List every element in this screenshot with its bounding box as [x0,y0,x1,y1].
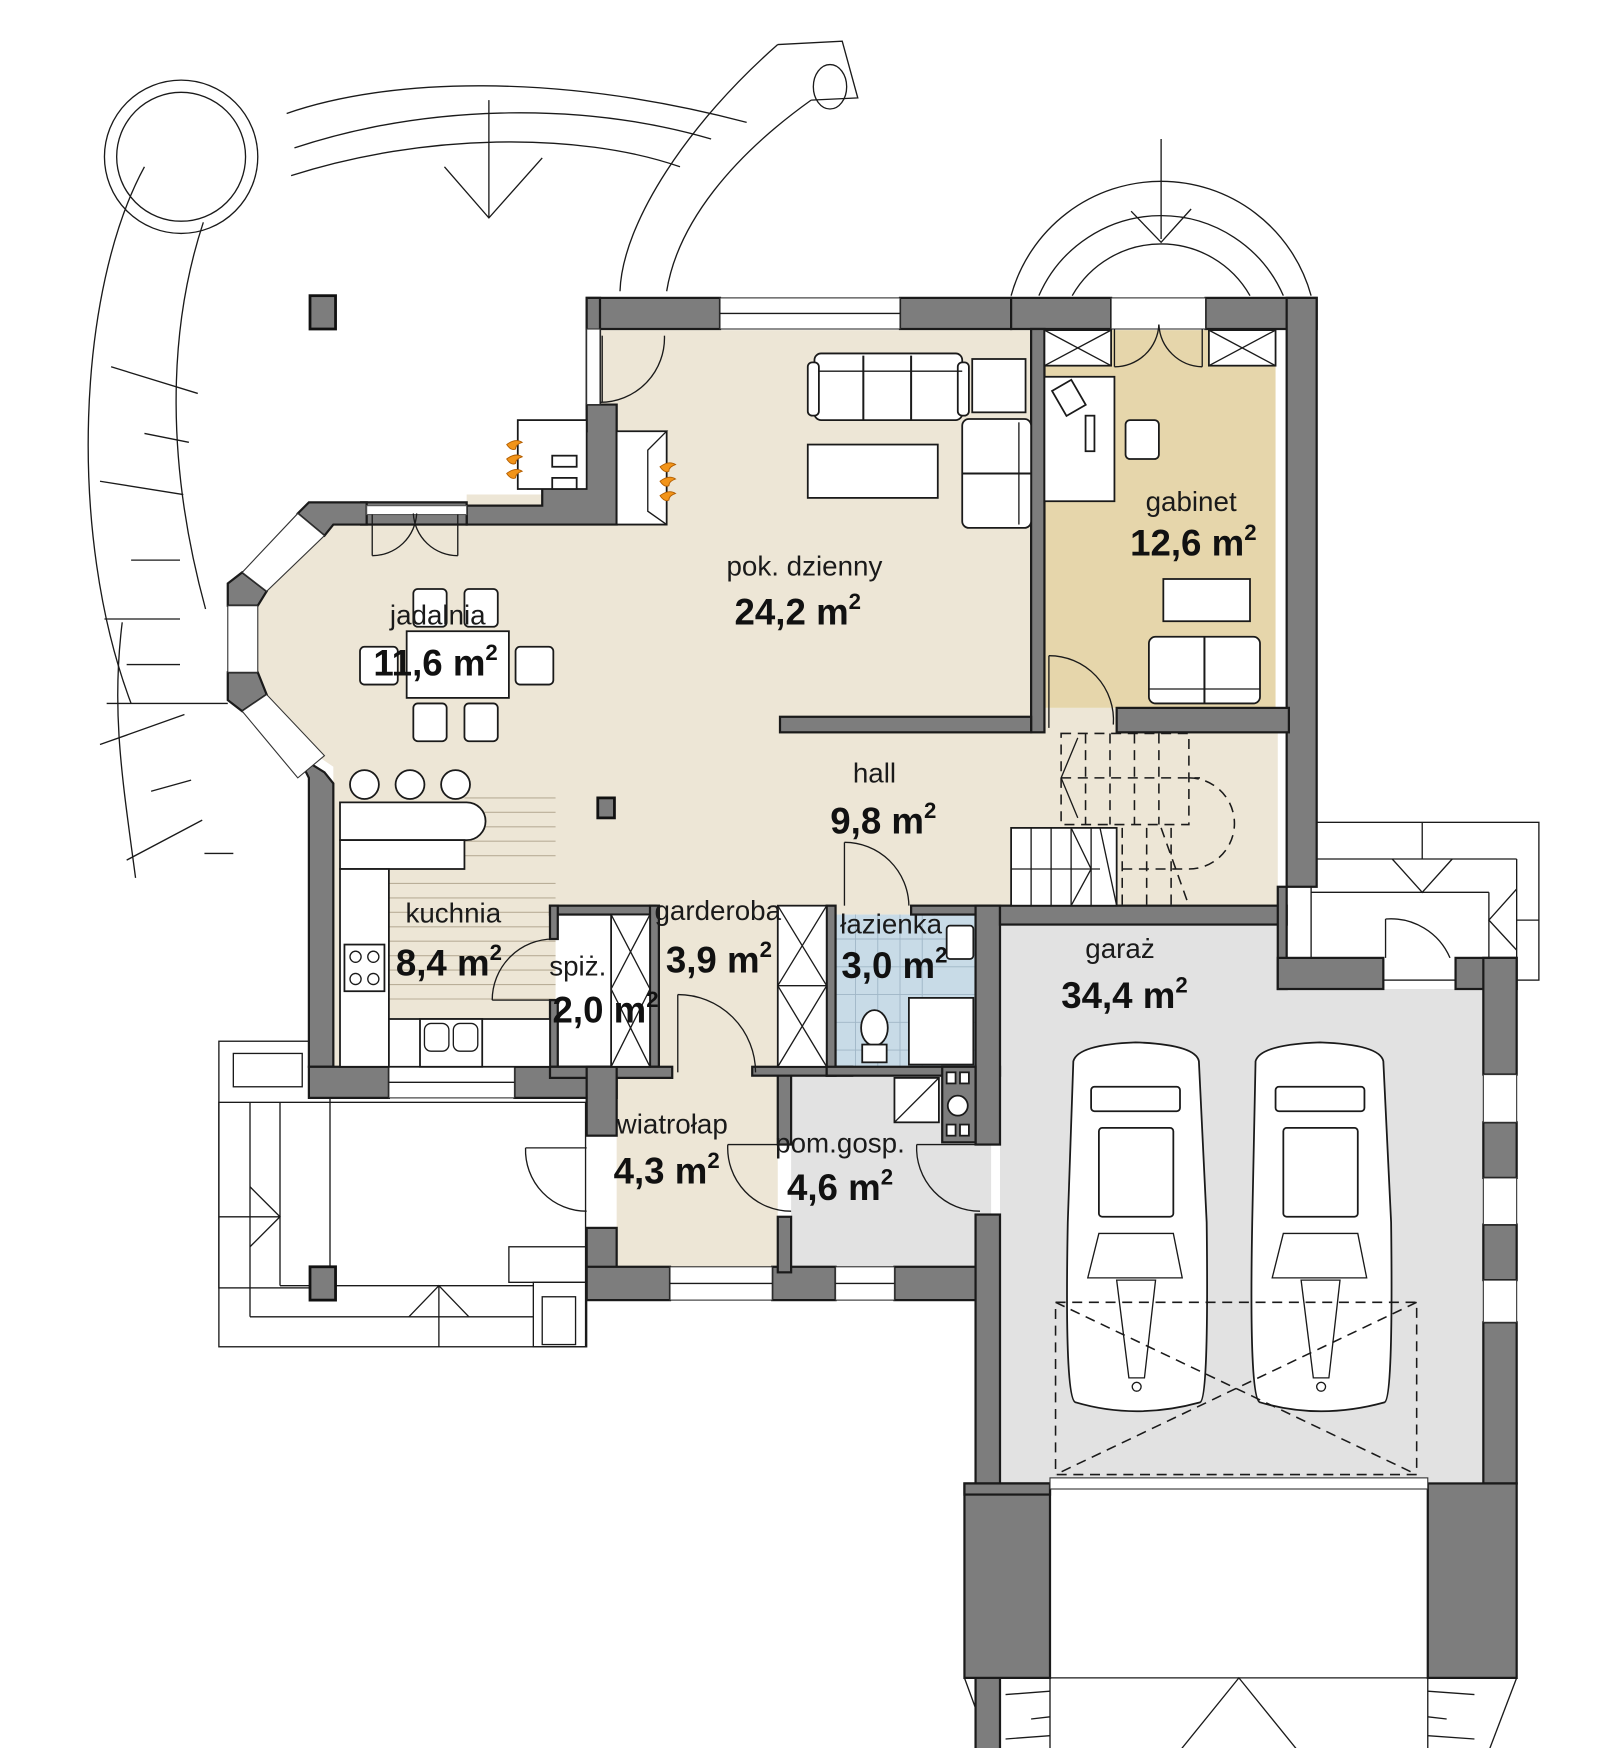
svg-text:garderoba: garderoba [654,895,781,926]
svg-text:wiatrołap: wiatrołap [616,1108,728,1139]
staircase [1010,732,1236,907]
label-gabinet: gabinet 12,6 m2 [1130,486,1256,563]
side-porch [1310,821,1540,981]
svg-text:jadalnia: jadalnia [389,600,486,631]
car-left-icon [1066,1041,1208,1413]
label-kuchnia: kuchnia 8,4 m2 [396,897,502,983]
washbasin-icon [945,924,975,960]
car-right-icon [1250,1041,1393,1413]
label-hall: hall 9,8 m2 [830,757,936,841]
garage-door-swing [1054,1301,1418,1476]
svg-text:11,6 m2: 11,6 m2 [373,640,497,684]
svg-text:24,2 m2: 24,2 m2 [735,589,861,633]
shower-icon [908,997,975,1066]
svg-text:2,0 m2: 2,0 m2 [553,987,659,1031]
garage-driveway [963,1676,1518,1748]
svg-text:9,8 m2: 9,8 m2 [830,798,936,842]
svg-text:spiż.: spiż. [549,951,606,982]
semicircular-terrace [1010,139,1312,296]
svg-text:gabinet: gabinet [1146,486,1237,517]
svg-text:garaż: garaż [1085,933,1154,964]
terrace-round-platform [103,79,259,235]
label-lazienka: łazienka 3,0 m2 [840,908,947,985]
label-spiz: spiż. 2,0 m2 [549,951,658,1031]
room-labels: jadalnia 11,6 m2 pok. dzienny 24,2 m2 ga… [373,486,1256,1208]
stove-icon [343,943,386,993]
sink-icon [419,1018,484,1068]
svg-text:łazienka: łazienka [840,908,942,939]
label-pok-dzienny: pok. dzienny 24,2 m2 [726,551,882,633]
furniture [339,329,1277,1144]
svg-text:4,3 m2: 4,3 m2 [614,1148,720,1192]
doors [366,324,1451,1212]
svg-text:4,6 m2: 4,6 m2 [787,1165,893,1209]
windows [227,297,1518,1490]
fireplace-flame-icon [506,440,677,502]
svg-text:pom.gosp.: pom.gosp. [775,1127,905,1158]
veranda-column [308,1265,337,1302]
toilet-icon [860,1009,889,1047]
boiler-icon [946,1094,969,1117]
label-pom-gosp: pom.gosp. 4,6 m2 [775,1127,905,1208]
front-veranda [218,1040,588,1348]
curved-terrace [87,40,859,878]
terrace-steps [99,366,203,861]
label-garderoba: garderoba 3,9 m2 [654,895,781,980]
svg-text:8,4 m2: 8,4 m2 [396,940,502,984]
svg-text:hall: hall [853,757,896,788]
terrace-column [308,294,337,331]
label-jadalnia: jadalnia 11,6 m2 [373,600,497,684]
svg-text:3,0 m2: 3,0 m2 [841,942,947,986]
svg-text:kuchnia: kuchnia [405,897,501,928]
label-wiatrolap: wiatrołap 4,3 m2 [614,1108,728,1191]
svg-text:3,9 m2: 3,9 m2 [666,937,772,981]
interior-column [596,796,616,820]
svg-text:pok. dzienny: pok. dzienny [726,551,882,582]
label-garaz: garaż 34,4 m2 [1061,933,1187,1016]
svg-text:34,4 m2: 34,4 m2 [1061,972,1187,1016]
svg-text:12,6 m2: 12,6 m2 [1130,520,1256,564]
